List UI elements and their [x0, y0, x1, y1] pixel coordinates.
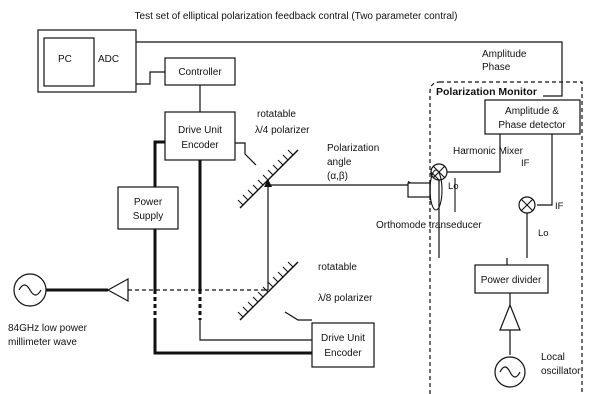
- eighth-wave-polarizer: [237, 261, 299, 321]
- local-oscillator-line2: oscillator: [541, 366, 581, 377]
- power-divider-box: [474, 264, 549, 294]
- drive-unit-2-line2: Encoder: [324, 348, 362, 359]
- polarizer-drive2-link: [284, 311, 312, 321]
- eighth-polarizer-label: λ/8 polarizer: [318, 293, 373, 304]
- power-supply-box: [117, 186, 179, 230]
- local-oscillator: [494, 356, 526, 388]
- drive-unit-encoder-2-box: [311, 322, 375, 368]
- source-label-line2: millimeter wave: [8, 337, 77, 348]
- harmonic-mixer-label: Harmonic Mixer: [453, 146, 524, 157]
- orthomode-transducer: [407, 169, 456, 212]
- power-supply-line2: Supply: [133, 211, 164, 222]
- power-supply-line1: Power: [134, 197, 163, 208]
- drive1-polarizer-link: [235, 142, 257, 166]
- lo-amplifier: [499, 303, 521, 331]
- mm-wave-source: [13, 273, 47, 307]
- pc-computer: PC ADC: [37, 29, 137, 93]
- polarization-angle-line2: angle: [327, 157, 352, 168]
- local-oscillator-line1: Local: [541, 352, 565, 363]
- drive-unit-encoder-1-box: [164, 111, 236, 161]
- if-label-2: IF: [555, 201, 564, 212]
- polarization-monitor-title: Polarization Monitor: [436, 86, 537, 98]
- if-label-1: IF: [521, 158, 530, 169]
- amp-phase-detector-box: [484, 99, 581, 135]
- pc-label: PC: [58, 54, 72, 65]
- drive-unit-1-line2: Encoder: [181, 140, 219, 151]
- diagram-title: Test set of elliptical polarization feed…: [135, 11, 458, 22]
- polarization-angle-line3: (α,β): [327, 171, 348, 182]
- source-label-line1: 84GHz low power: [8, 323, 88, 334]
- amplitude-phase-line: [136, 41, 563, 97]
- amp-phase-detector-line1: Amplitude &: [505, 106, 559, 117]
- quarter-polarizer-label: λ/4 polarizer: [255, 125, 310, 136]
- drive-unit-2-line1: Drive Unit: [321, 333, 365, 344]
- phase-label: Phase: [482, 62, 511, 73]
- source-amplifier: [106, 277, 129, 303]
- polarization-angle-line1: Polarization: [327, 143, 379, 154]
- lo-label-2: Lo: [538, 228, 549, 239]
- amp-phase-detector-line2: Phase detector: [498, 120, 566, 131]
- adc-label: ADC: [98, 54, 119, 65]
- orthomode-transducer-label: Orthomode transeducer: [376, 220, 482, 231]
- rotatable-label-1: rotatable: [257, 109, 296, 120]
- rotatable-label-2: rotatable: [318, 262, 357, 273]
- power-line-left: [153, 140, 165, 290]
- if2-line: [537, 134, 553, 206]
- amplitude-label: Amplitude: [482, 49, 527, 60]
- lo-label-1: Lo: [448, 181, 459, 192]
- drive1-to-drive2-line: [199, 320, 312, 341]
- power-divider-label: Power divider: [481, 275, 542, 286]
- controller-label: Controller: [178, 67, 222, 78]
- polarization-monitor-frame: [429, 81, 583, 394]
- harmonic-mixer-2: [518, 196, 536, 214]
- power-line-bottom: [153, 320, 312, 355]
- if1-line: [447, 134, 501, 173]
- drive-unit-1-line1: Drive Unit: [178, 125, 222, 136]
- pc-controller-link: [136, 71, 165, 85]
